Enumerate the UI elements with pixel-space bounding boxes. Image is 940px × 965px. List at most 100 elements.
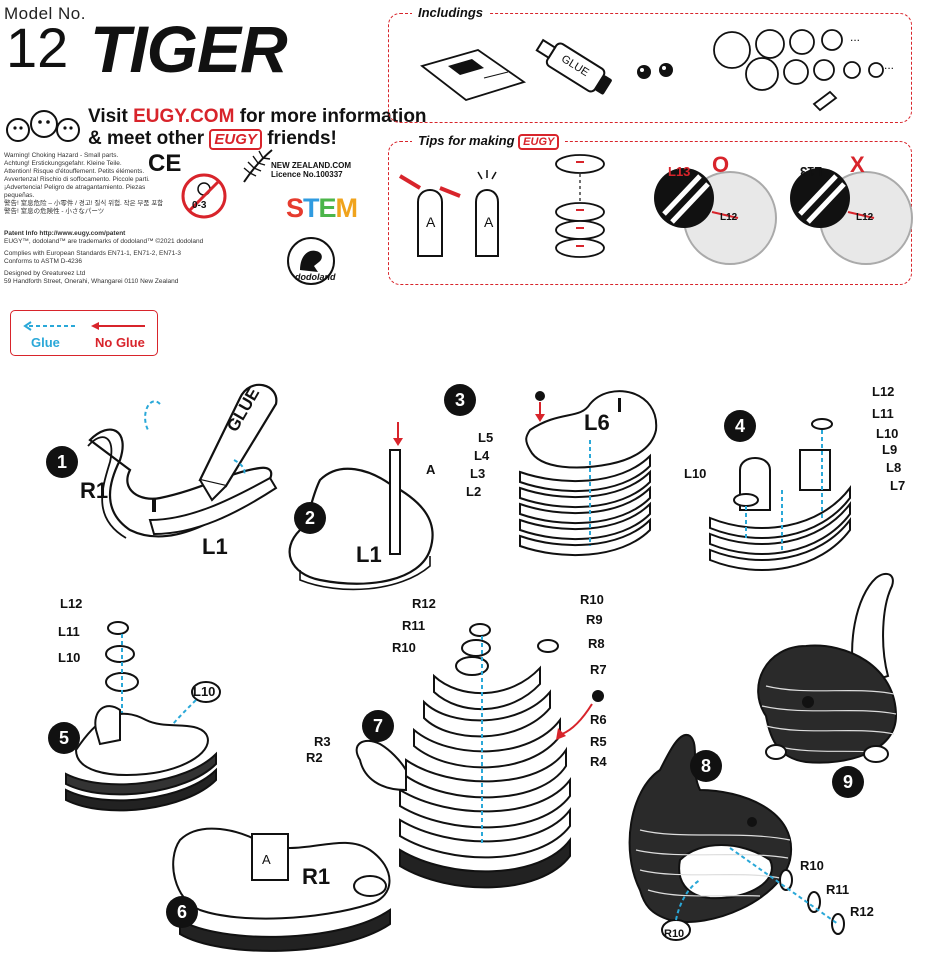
step3-part-label: L5 (478, 430, 494, 445)
choking-warnings: Warning! Choking Hazard - Small parts. A… (4, 152, 164, 216)
designer-info: Designed by Greatureez Ltd (4, 270, 86, 277)
tip-wrong-orientation-icon (790, 168, 913, 265)
patent-info: Patent Info http://www.eugy.com/patent (4, 230, 126, 237)
nz-licence-line: Licence No.100337 (271, 170, 343, 179)
visit-text-3: & meet other (88, 128, 210, 149)
model-number: 12 (6, 16, 69, 79)
step4-number: 4 (724, 410, 756, 442)
tip-correct-orientation-icon (654, 168, 777, 265)
age-warning-text: 0-3 (192, 200, 207, 211)
dodoland-logo-text: dodoland (295, 272, 336, 282)
step2-number: 2 (294, 502, 326, 534)
step8-part-label: R11 (826, 882, 850, 897)
glue-legend-label: Glue (31, 335, 60, 350)
step4-part-label: L12 (872, 384, 895, 399)
step6-illustration (172, 827, 391, 952)
step4-part-label: L8 (886, 460, 902, 475)
legal-info: Patent Info http://www.eugy.com/patent E… (4, 230, 264, 286)
step6-part-label: R1 (302, 864, 331, 889)
no-glue-arrow-icon (91, 322, 145, 330)
visit-url[interactable]: EUGY.COM (133, 106, 235, 127)
step6-part-label: A (262, 852, 271, 867)
eugy-brand-logo: EUGY (209, 129, 262, 150)
more-pieces-ellipsis: ... (884, 58, 895, 72)
step2-part-label: L1 (356, 542, 382, 567)
nz-licence-line: NEW ZEALAND.COM (271, 161, 351, 170)
standards-info: Conforms to ASTM D-4236 (4, 258, 83, 265)
step8-part-label: R12 (850, 904, 874, 919)
stem-letter: E (318, 193, 337, 223)
tip-layer-bottom-label: L12 (720, 212, 738, 223)
fern-icon (243, 149, 273, 183)
step7-part-label: R3 (314, 734, 331, 749)
step5-part-label: L10 (193, 684, 216, 699)
step7-illustration (355, 623, 604, 889)
includings-title: Includings (412, 5, 489, 20)
step1-part-label: R1 (80, 478, 109, 503)
warning-line: Achtung! Erstickungsgefahr. Kleine Teile… (4, 160, 122, 167)
warning-line: Warning! Choking Hazard - Small parts. (4, 152, 119, 159)
stem-logo: STEM (286, 193, 358, 224)
step8-number: 8 (690, 750, 722, 782)
tip-piece-letter: A (484, 214, 494, 230)
tip-piece-letter: A (426, 214, 436, 230)
step7-part-label: R8 (588, 636, 605, 651)
step7-part-label: R12 (412, 596, 436, 611)
step7-part-label: R11 (402, 618, 426, 633)
glue-bottle-icon (535, 38, 612, 95)
glue-arrow-icon (23, 321, 75, 331)
step4-part-label: L7 (890, 478, 906, 493)
visit-text-2: for more information (234, 106, 427, 127)
step8-part-label: R10 (800, 858, 824, 873)
step4-part-label: L10 (876, 426, 899, 441)
eugy-brand-logo: EUGY (518, 134, 560, 150)
stem-letter: M (335, 193, 358, 223)
step5-number: 5 (48, 722, 80, 754)
step4-part-label: L10 (684, 466, 707, 481)
ce-mark: CE (148, 150, 182, 177)
visit-text: Visit (88, 106, 134, 127)
standards-info: Complies with European Standards EN71-1,… (4, 250, 182, 257)
step7-part-label: R5 (590, 734, 607, 749)
stem-letter: T (303, 193, 319, 223)
step7-part-label: R6 (590, 712, 607, 727)
eugy-faces-logo (6, 110, 80, 142)
step2-illustration (288, 422, 434, 591)
tip-layer-bottom-label: L12 (856, 212, 874, 223)
step1-number: 1 (46, 446, 78, 478)
tips-title-text: Tips for making (418, 133, 519, 148)
tip-stack-layers-icon (555, 154, 605, 258)
step7-part-label: R9 (586, 612, 603, 627)
glue-legend: Glue No Glue (10, 310, 158, 356)
step3-part-label: L2 (466, 484, 482, 499)
step7-part-label: R7 (590, 662, 607, 677)
trademark-info: EUGY™, dodoland™ are trademarks of dodol… (4, 238, 204, 245)
warning-line: Attention! Risque d'étouffement. Petits … (4, 168, 145, 175)
tip-wrong-mark: X (850, 152, 865, 177)
tip-layer-top-label: L13 (668, 164, 691, 179)
step9-number: 9 (832, 766, 864, 798)
warning-line: ¡Advertencia! Peligro de atragantamiento… (4, 184, 146, 199)
visit-info: Visit EUGY.COM for more information & me… (88, 106, 427, 151)
step3-part-label: L3 (470, 466, 486, 481)
model-number-label: Model No. (4, 4, 86, 23)
age-warning-icon (181, 173, 227, 219)
step4-part-label: L11 (872, 406, 894, 421)
warning-line: Avvertenza! Rischio di soffocamento. Pic… (4, 176, 150, 183)
designer-address: 59 Handforth Street, Onerahi, Whangarei … (4, 278, 179, 285)
tip-no-glue-tab-icon (398, 170, 499, 257)
visit-text-4: friends! (261, 128, 337, 149)
more-pieces-ellipsis: ... (850, 30, 861, 44)
dodoland-logo-icon (287, 237, 335, 285)
tip-layer-top-label-flipped: L13 (800, 164, 823, 179)
step7-part-label: R4 (590, 754, 607, 769)
step5-illustration (65, 621, 221, 812)
includings-box (388, 13, 912, 123)
eye-beads-icon (637, 63, 673, 79)
warning-line: 警告! 窒息の危険性 - 小さなパーツ (4, 208, 105, 215)
step7-part-label: R10 (580, 592, 604, 607)
tips-title: Tips for making EUGY (412, 133, 566, 150)
step3-part-label: L4 (474, 448, 490, 463)
step3-illustration (519, 390, 658, 557)
step2-part-label: A (426, 462, 436, 477)
